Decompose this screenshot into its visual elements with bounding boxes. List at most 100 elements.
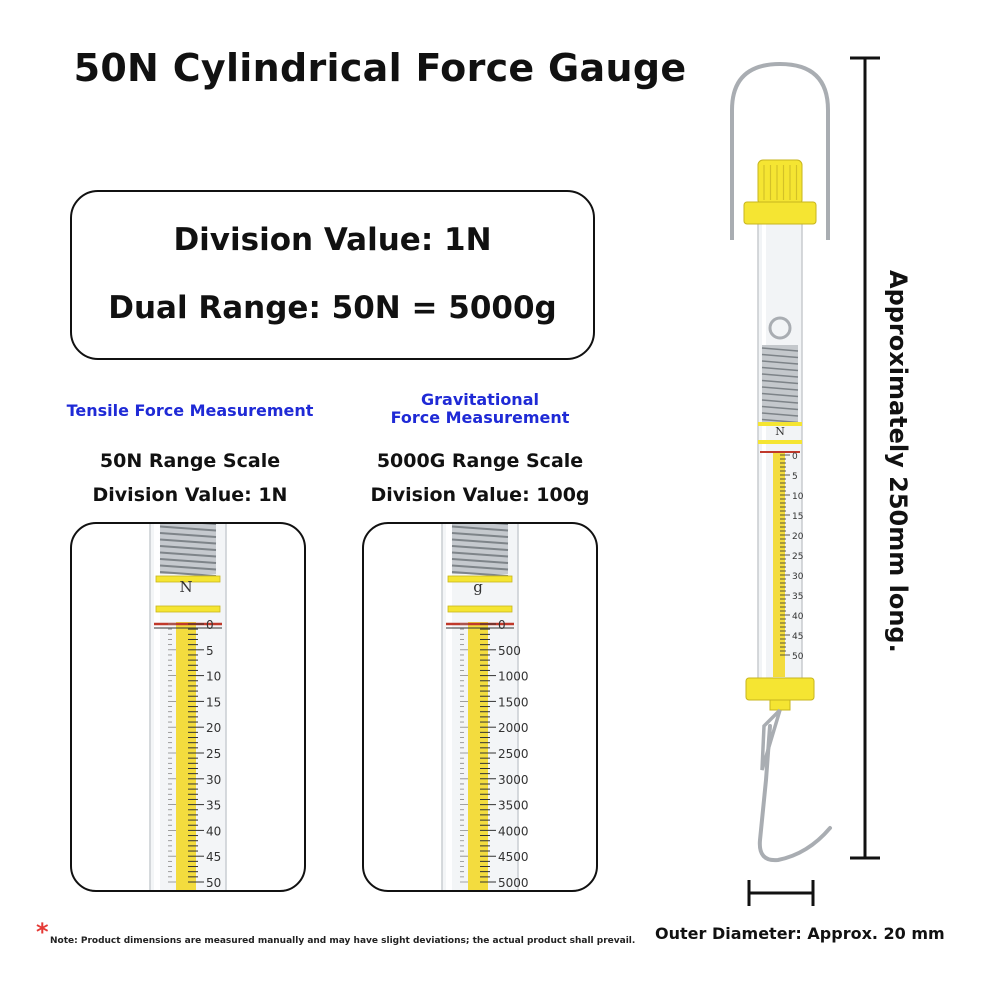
tick-label: 15: [792, 512, 803, 522]
diameter-dimension-line: [747, 880, 815, 906]
gravity-heading-line1: Gravitational: [421, 390, 539, 409]
spring-coil: [761, 386, 799, 391]
tensile-tick-label: 50: [206, 876, 221, 890]
tensile-tick-label: 0: [206, 618, 214, 632]
gravity-tick-label: 4000: [498, 824, 529, 838]
tensile-tick-label: 25: [206, 747, 221, 761]
tick-label: 10: [792, 492, 804, 502]
tensile-spring-coil: [159, 558, 217, 564]
gravity-spring-coil: [451, 571, 509, 577]
top-wire-handle: [730, 61, 830, 240]
tick-label: 45: [792, 632, 803, 642]
glass-highlight: [762, 222, 766, 688]
gravity-scale-label: 5000G Range Scale: [376, 450, 584, 472]
length-dimension-line: [850, 56, 880, 860]
tensile-scale-label: 50N Range Scale: [99, 450, 281, 472]
gravity-tick-label: 500: [498, 644, 521, 658]
gravity-spring-coil: [451, 538, 509, 545]
tensile-yellow-ring: [155, 605, 221, 613]
tick-label: 30: [792, 572, 804, 582]
tensile-spring-coil: [159, 525, 217, 532]
tick-label: 50: [792, 652, 804, 662]
gravity-tick-label: 2500: [498, 747, 529, 761]
tensile-tick-label: 15: [206, 695, 221, 709]
top-ring: [768, 316, 792, 340]
tensile-tick-label: 20: [206, 721, 221, 735]
tensile-yellow-ring: [155, 575, 221, 583]
tensile-spring-coil: [159, 571, 217, 577]
tensile-scale-panel: N 0 5 10 15 20 25 30 35 40 45 50: [70, 522, 306, 892]
gravity-spring-coil: [451, 532, 509, 538]
gravity-tick-label: 4500: [498, 850, 529, 864]
gravity-heading-line2: Force Measurement: [390, 408, 570, 427]
gravity-tick-label: 1500: [498, 695, 529, 709]
tensile-spring-coil: [159, 564, 217, 571]
diameter-label: Outer Diameter: Approx. 20 mm: [655, 924, 945, 943]
note-text: Note: Product dimensions are measured ma…: [50, 936, 636, 946]
unit-symbol: N: [775, 425, 785, 438]
gravity-yellow-ring: [447, 605, 513, 613]
page-title: 50N Cylindrical Force Gauge: [73, 46, 687, 90]
gravity-tick-label: 3500: [498, 799, 529, 813]
spring: [762, 345, 798, 425]
gravity-sub: 5000G Range Scale Division Value: 100g: [360, 444, 600, 512]
tick-label: 25: [792, 552, 803, 562]
tensile-tube-illustration: N 0 5 10 15 20 25 30 35 40 45 50: [149, 524, 227, 890]
tensile-spring-coil: [159, 545, 217, 551]
tick-label: 20: [792, 532, 804, 542]
tick-label: 35: [792, 592, 803, 602]
tensile-tick-label: 45: [206, 850, 221, 864]
tensile-sub: 50N Range Scale Division Value: 1N: [60, 444, 320, 512]
hook-eye: [760, 708, 782, 771]
spring-coil: [761, 360, 799, 365]
spring-coil: [761, 366, 799, 372]
gravity-spring-coil: [451, 525, 509, 532]
bottom-stem: [769, 699, 791, 711]
gravity-unit-symbol: g: [473, 578, 483, 596]
spec-box: Division Value: 1N Dual Range: 50N = 500…: [70, 190, 595, 360]
note-asterisk: *: [36, 918, 49, 946]
tick-label: 40: [792, 612, 804, 622]
spring-coil: [761, 392, 799, 398]
tensile-tick-label: 10: [206, 670, 221, 684]
spring-coil: [761, 412, 799, 417]
gravity-yellow-ring: [447, 575, 513, 583]
gravity-tick-label: 3000: [498, 773, 529, 787]
gravity-tick-label: 0: [498, 618, 506, 632]
gravity-spring-coil: [451, 545, 509, 551]
tick-label: 5: [792, 472, 798, 482]
tensile-heading: Tensile Force Measurement: [66, 401, 314, 420]
bottom-cap: [745, 677, 815, 701]
gravity-header: Gravitational Force Measurement: [360, 391, 600, 427]
gravity-tick-label: 5000: [498, 876, 529, 890]
division-value-text: Division Value: 1N: [173, 222, 492, 258]
tensile-spring-coil: [159, 551, 217, 558]
tensile-tick-label: 40: [206, 824, 221, 838]
gravity-division-label: Division Value: 100g: [370, 484, 590, 506]
tensile-unit-symbol: N: [179, 578, 192, 596]
length-label: Approximately 250mm long.: [884, 270, 912, 653]
tensile-scale-strip: [176, 622, 196, 890]
gravity-spring-coil: [451, 564, 509, 571]
spring-coil: [761, 399, 799, 404]
yellow-ring: [758, 440, 802, 444]
scale-strip: [773, 452, 785, 677]
spring-coil: [761, 373, 799, 378]
gravity-tick-label: 1000: [498, 670, 529, 684]
yellow-ring: [758, 422, 802, 426]
spring-coil: [761, 405, 799, 411]
tensile-tick-label: 5: [206, 644, 214, 658]
tensile-tick-label: 30: [206, 773, 221, 787]
tensile-spring-coil: [159, 532, 217, 538]
gravity-tube-illustration: g050010001500200025003000350040004500500…: [441, 524, 529, 890]
gravity-spring-coil: [451, 551, 509, 558]
spring-coil: [761, 347, 799, 352]
gravity-scale-strip: [468, 622, 488, 890]
dual-range-text: Dual Range: 50N = 5000g: [108, 290, 557, 326]
spring-coil: [761, 379, 799, 385]
tensile-tick-label: 35: [206, 799, 221, 813]
gravity-glass-highlight: [446, 524, 452, 890]
tensile-spring-coil: [159, 538, 217, 545]
tensile-division-label: Division Value: 1N: [92, 484, 288, 506]
